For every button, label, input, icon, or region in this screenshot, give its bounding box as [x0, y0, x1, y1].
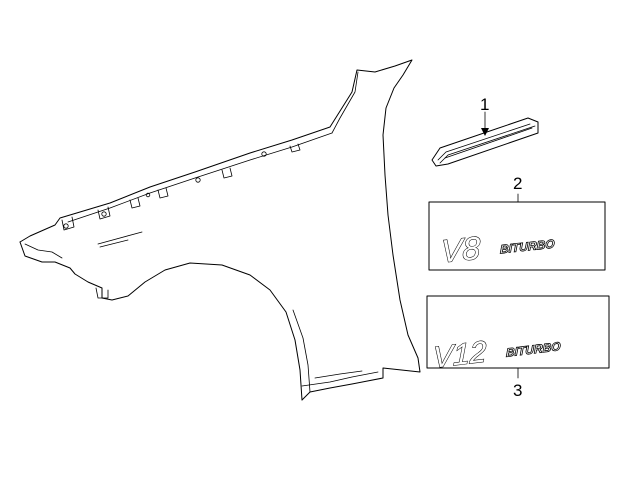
emblem-v8-plate [428, 201, 606, 271]
callout-2: 2 [513, 174, 522, 193]
emblem-v12-model: V12 [433, 335, 487, 374]
arrow-head-1 [481, 128, 489, 136]
emblem-v8-model: V8 [441, 230, 480, 270]
callout-1: 1 [480, 95, 489, 114]
emblem-v12-suffix: BITURBO [506, 339, 561, 360]
flange-tabs [61, 143, 301, 231]
side-molding-strip [431, 117, 539, 167]
emblem-v8: V8 BITURBO [428, 201, 606, 271]
callout-3: 3 [513, 381, 522, 400]
emblem-v8-suffix: BITURBO [500, 237, 555, 257]
fender-panel [19, 59, 421, 401]
emblem-v12: V12 BITURBO [426, 295, 610, 375]
